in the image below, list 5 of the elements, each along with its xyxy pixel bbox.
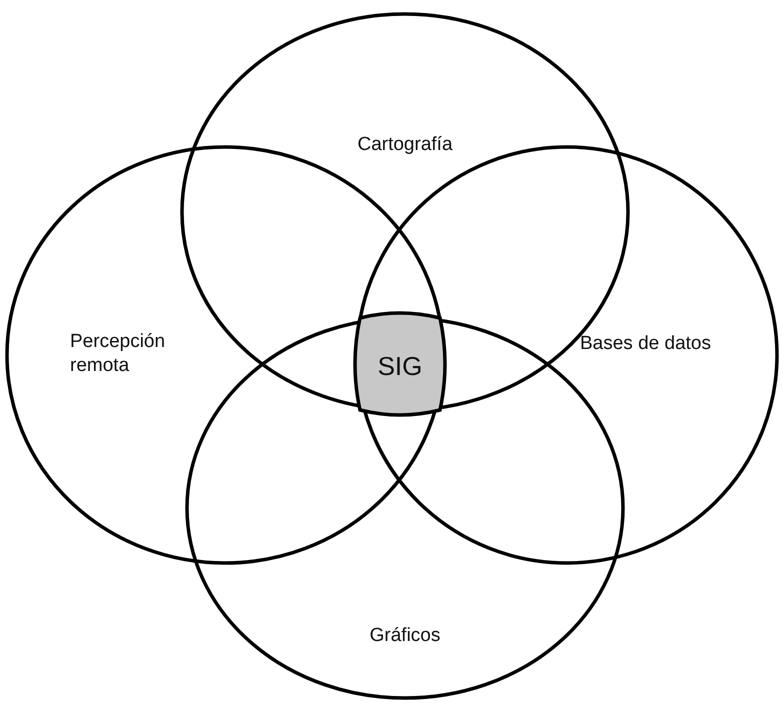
circle-label: Bases de datos xyxy=(580,332,712,356)
circle-label: Cartografía xyxy=(356,133,454,157)
circle-label: Percepción remota xyxy=(70,330,166,378)
circle-label: Gráficos xyxy=(368,624,442,648)
intersection-label: SIG xyxy=(376,350,424,382)
